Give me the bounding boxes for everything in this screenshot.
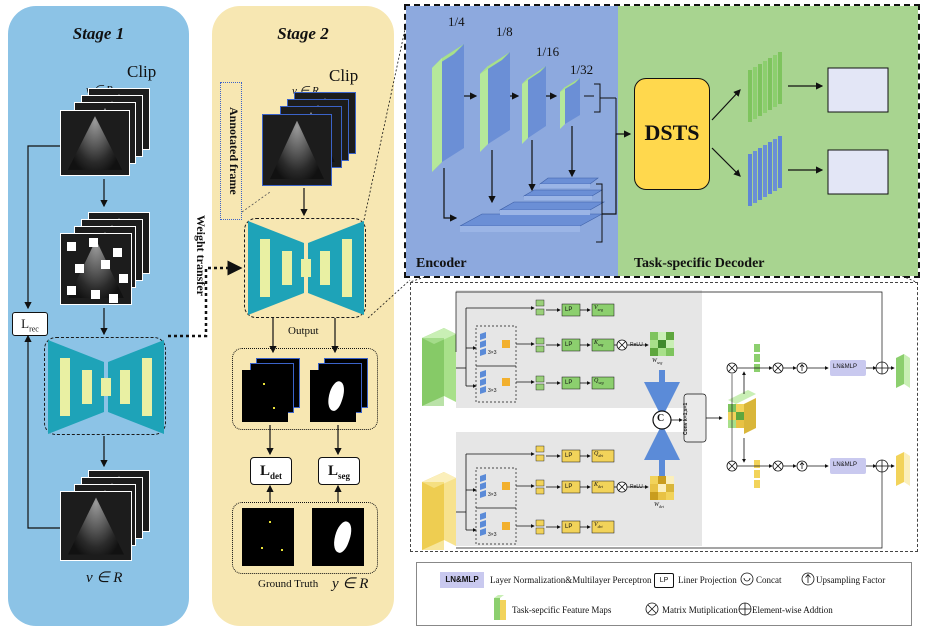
stage1-network	[48, 340, 164, 434]
seg-kernel-label-1: 3×3	[488, 350, 497, 356]
detection-ground-truth	[242, 508, 294, 566]
annotated-frame-label: Annotated frame	[227, 107, 241, 195]
det-conv-stack-1	[480, 474, 510, 498]
stage2-arrows	[241, 188, 342, 502]
det-kernel-label-1: 3×3	[488, 492, 497, 498]
ground-truth-label: Ground Truth	[258, 578, 319, 590]
det-k-label: Kdet	[594, 482, 603, 490]
dsts-module: DSTS	[634, 78, 710, 190]
encoder-diagram	[432, 44, 889, 243]
segmentation-loss: Lseg	[318, 457, 360, 485]
legend-add-desc: Element-wise Addtion	[752, 605, 833, 615]
scale-label-3: 1/16	[536, 44, 560, 59]
scale-label-1: 1/4	[448, 14, 465, 29]
det-input-feature	[422, 472, 456, 550]
w-det-label: Wdet	[654, 502, 664, 510]
feature-block-3	[522, 66, 546, 144]
seg-attention-weights	[650, 332, 674, 356]
legend-icons	[494, 572, 815, 620]
stage2-network-box	[244, 218, 366, 318]
encoder-label: Encoder	[416, 256, 467, 271]
det-conv-stack-2	[480, 512, 510, 536]
legend-lp-desc: Liner Projection	[678, 575, 737, 585]
fpn-plates	[459, 177, 606, 232]
w-seg-label: Wseg	[652, 358, 663, 366]
det-q-label: Qdet	[594, 451, 604, 459]
detection-loss: Ldet	[250, 457, 292, 485]
det-lp-label-1: LP	[565, 453, 573, 459]
segmentation-ground-truth	[312, 508, 364, 566]
legend-lnmlp-key: LN&MLP	[440, 572, 484, 588]
stage1-clip-label: Clip	[127, 62, 157, 81]
stage1-bottom-label: v ∈ R	[86, 570, 123, 586]
det-lp-label-2: LP	[565, 484, 573, 490]
dsts-detail-box	[410, 282, 918, 552]
seg-lp-label-2: LP	[565, 342, 573, 348]
ground-truth-sub: y ∈ R	[332, 576, 369, 592]
feature-block-2	[480, 52, 510, 152]
stage1-title: Stage 1	[72, 24, 125, 43]
det-kernel-label-2: 3×3	[488, 532, 497, 538]
seg-relu-label: ReLU	[630, 342, 643, 348]
output-label: Output	[288, 325, 319, 337]
seg-output-head	[827, 67, 889, 113]
output-box	[232, 348, 378, 430]
legend-up-desc: Upsampling Factor	[816, 575, 886, 585]
seg-lp-label-3: LP	[565, 380, 573, 386]
feature-map-icon	[494, 595, 506, 620]
legend-tsf-desc: Task-sepcific Feature Maps	[512, 605, 612, 615]
det-output-head	[827, 149, 889, 195]
seg-conv-stack-1	[480, 332, 510, 356]
seg-conv-stack-2	[480, 370, 510, 394]
stage2-clip-label: Clip	[329, 66, 359, 85]
det-relu-label: ReLU	[630, 484, 643, 490]
architecture-box	[404, 4, 920, 278]
concat-icon	[740, 572, 754, 586]
scale-label-4: 1/32	[570, 62, 594, 77]
weight-transfer-label: Weight transfer	[194, 214, 208, 296]
seg-input-feature	[422, 328, 456, 406]
annotated-frame-box	[220, 82, 242, 220]
legend-matmul-desc: Matrix Mutiplication	[662, 605, 738, 615]
legend-concat-desc: Concat	[756, 575, 782, 585]
legend-box	[416, 562, 912, 626]
det-feature-stack	[748, 136, 782, 206]
conv-label: Conv k=1,s=1	[683, 402, 689, 436]
seg-feature-stack	[748, 52, 782, 122]
seg-lnmlp-label: LN&MLP	[833, 364, 858, 370]
seg-q-label: Qseg	[594, 378, 604, 386]
legend-lp-key: LP	[654, 573, 674, 588]
stage1-arrows	[24, 145, 108, 529]
stage1-network-box	[44, 337, 166, 435]
seg-k-label: Kseg	[594, 340, 604, 348]
det-lp-label-3: LP	[565, 524, 573, 530]
det-attention-weights	[650, 476, 674, 500]
seg-lp-label-1: LP	[565, 307, 573, 313]
det-lnmlp-label: LN&MLP	[833, 462, 858, 468]
feature-block-1	[432, 44, 464, 172]
legend-lnmlp-desc: Layer Normalization&Multilayer Perceptro…	[490, 575, 652, 585]
stage2-network	[248, 221, 364, 315]
ground-truth-box	[232, 502, 378, 574]
scale-label-2: 1/8	[496, 24, 513, 39]
feature-block-4	[560, 78, 580, 129]
det-v-label: Vdet	[594, 522, 603, 530]
seg-kernel-label-2: 3×3	[488, 388, 497, 394]
concat-symbol: C	[657, 413, 665, 424]
stage2-title: Stage 2	[277, 24, 329, 43]
seg-v-label: Vseg	[594, 305, 604, 313]
decoder-label: Task-specific Decoder	[634, 256, 765, 271]
dsts-detail-diagram	[422, 291, 910, 550]
